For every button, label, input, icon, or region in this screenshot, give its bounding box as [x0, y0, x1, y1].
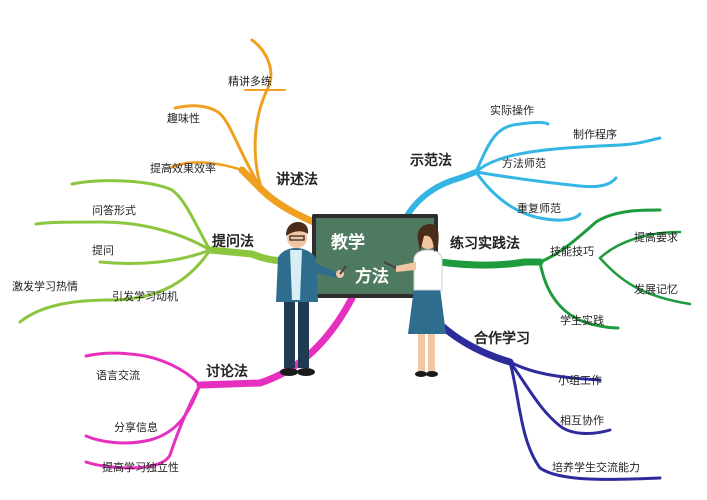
branch-label-coop: 合作学习: [474, 330, 530, 347]
leaf-coop-3: 培养学生交流能力: [552, 460, 640, 474]
leaf-demo-1: 实际操作: [490, 103, 534, 117]
leaf-demo-3: 方法师范: [502, 156, 546, 170]
female-teacher-leg-left: [418, 330, 425, 372]
question-sub-curve-2: [34, 220, 212, 252]
demo-trunk: [405, 169, 479, 217]
female-teacher-skirt: [408, 288, 446, 334]
leaf-practice-1: 技能技巧: [550, 244, 594, 258]
lecture-sub-curve-3: [168, 161, 244, 172]
coop-sub-curve-3: [508, 360, 662, 481]
demo-branch: [405, 121, 662, 222]
question-sub-curve-1: [70, 179, 212, 252]
male-teacher-figure: [276, 222, 347, 376]
leaf-practice-3: 发展记忆: [634, 282, 678, 296]
leaf-lecture-3: 提高效果效率: [150, 161, 216, 175]
female-teacher-shoe-right: [426, 371, 438, 377]
leaf-question-3: 激发学习热情: [12, 279, 78, 293]
female-teacher-hair: [417, 224, 439, 252]
male-teacher-arm: [312, 262, 338, 278]
coop-sub-curve-1: [508, 360, 602, 382]
female-teacher-pointer: [383, 261, 397, 269]
coop-sub-curve-2: [508, 360, 612, 435]
female-teacher-arm: [396, 262, 416, 272]
female-teacher-blouse: [413, 249, 443, 291]
question-sub-curve-4: [18, 248, 212, 324]
leaf-question-1: 问答形式: [92, 203, 136, 217]
center-title-line1: 教学: [330, 232, 365, 253]
branch-label-demo: 示范法: [410, 152, 452, 169]
demo-sub-curve-2: [474, 136, 662, 174]
leaf-coop-1: 小组工作: [558, 373, 602, 387]
male-teacher-pointer: [339, 265, 347, 275]
practice-sub-curve-2: [598, 230, 682, 260]
demo-sub-curve-1: [474, 121, 550, 174]
branch-label-question: 提问法: [212, 233, 254, 250]
male-teacher-shoe-right: [297, 368, 315, 376]
leaf-question-2: 提问: [92, 244, 114, 257]
female-teacher-figure: [383, 224, 446, 377]
question-sub-curve-3: [98, 248, 212, 265]
discussion-sub-curve-2: [84, 383, 202, 445]
practice-sub-curve-4: [538, 260, 620, 330]
practice-sub-curve-3: [598, 256, 692, 306]
leaf-lecture-2: 趣味性: [167, 111, 200, 125]
male-teacher-shirt: [290, 250, 302, 300]
branch-label-practice: 练习实践法: [450, 235, 520, 252]
female-teacher-leg-right: [428, 330, 435, 372]
branch-label-lecture: 讲述法: [276, 171, 318, 188]
lecture-branch: [168, 38, 326, 230]
lecture-sub-curve-2: [173, 104, 264, 192]
leaf-discussion-3: 提高学习独立性: [102, 460, 179, 474]
practice-sub-curve-1: [538, 208, 662, 264]
leaf-demo-4: 重复师范: [517, 201, 561, 215]
female-teacher-shoe-left: [415, 371, 427, 377]
leaf-lecture-1: 精讲多练: [228, 74, 272, 88]
practice-branch: [436, 208, 692, 330]
center-title-line2: 方法: [355, 266, 389, 287]
branch-label-discussion: 讨论法: [206, 363, 248, 380]
lecture-sub-curve-1: [250, 38, 273, 192]
leaf-demo-2: 制作程序: [573, 127, 617, 141]
demo-sub-curve-3: [474, 170, 618, 189]
male-teacher-leg-right: [298, 300, 309, 368]
male-teacher-shoe-left: [280, 368, 298, 376]
chalkboard: 教学 方法: [312, 214, 438, 298]
male-teacher-head: [287, 228, 307, 248]
leaf-coop-2: 相互协作: [560, 413, 604, 427]
male-teacher-leg-left: [284, 300, 295, 368]
leaf-discussion-1: 语言交流: [96, 368, 140, 382]
male-teacher-hair: [286, 222, 309, 236]
coop-branch: [414, 296, 662, 481]
leaf-question-4: 引发学习动机: [112, 289, 178, 303]
discussion-branch: [84, 294, 356, 470]
leaf-practice-4: 学生实践: [560, 313, 604, 327]
demo-sub-curve-4: [474, 170, 582, 222]
leaf-discussion-2: 分享信息: [114, 420, 158, 434]
male-teacher-glasses: [289, 235, 305, 241]
discussion-sub-curve-3: [84, 383, 202, 470]
leaf-practice-2: 提高要求: [634, 230, 678, 244]
practice-trunk: [436, 258, 544, 269]
discussion-sub-curve-1: [84, 351, 202, 387]
